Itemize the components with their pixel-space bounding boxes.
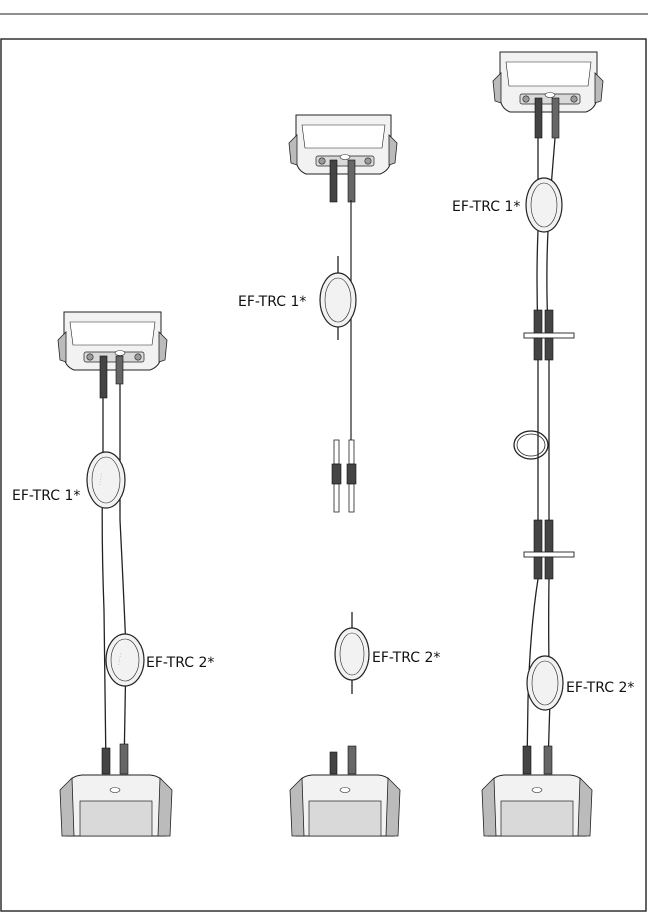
right-trc1-label: EF-TRC 1*	[452, 199, 520, 215]
left-mandrel-2: · · · · ·	[106, 634, 144, 686]
right-setup: EF-TRC 1* EF-TRC 2*	[452, 52, 634, 836]
middle-loose-connectors	[332, 440, 356, 512]
left-trc2-label: EF-TRC 2*	[146, 655, 214, 671]
middle-main-connectors	[330, 746, 356, 774]
middle-trc2-label: EF-TRC 2*	[372, 650, 440, 666]
right-fiber-upper-a	[537, 138, 538, 330]
middle-remote-unit	[289, 115, 397, 174]
right-adapter-2	[524, 520, 574, 579]
left-trc1-label: EF-TRC 1*	[12, 488, 80, 504]
left-mandrel-1: · · · · ·	[87, 452, 125, 508]
right-fiber-loop	[514, 431, 548, 459]
middle-setup: EF-TRC 1* EF-TRC 2*	[238, 115, 440, 836]
right-main-unit	[482, 775, 592, 836]
right-fiber-upper-b	[547, 138, 555, 330]
right-trc2-label: EF-TRC 2*	[566, 680, 634, 696]
left-fiber-b	[120, 384, 126, 770]
left-main-unit	[60, 775, 172, 836]
middle-mandrel-2	[335, 612, 369, 694]
right-adapter-1	[524, 310, 574, 360]
right-mandrel-1	[526, 178, 562, 232]
left-remote-unit	[58, 312, 167, 370]
left-main-connectors	[102, 744, 128, 774]
right-mandrel-2	[527, 656, 563, 710]
left-setup: · · · · · · · · · · EF-TRC 1* EF-TRC 2*	[12, 312, 214, 836]
right-main-connectors	[523, 746, 552, 774]
middle-trc1-label: EF-TRC 1*	[238, 294, 306, 310]
middle-main-unit	[290, 775, 400, 836]
right-remote-unit	[493, 52, 603, 112]
